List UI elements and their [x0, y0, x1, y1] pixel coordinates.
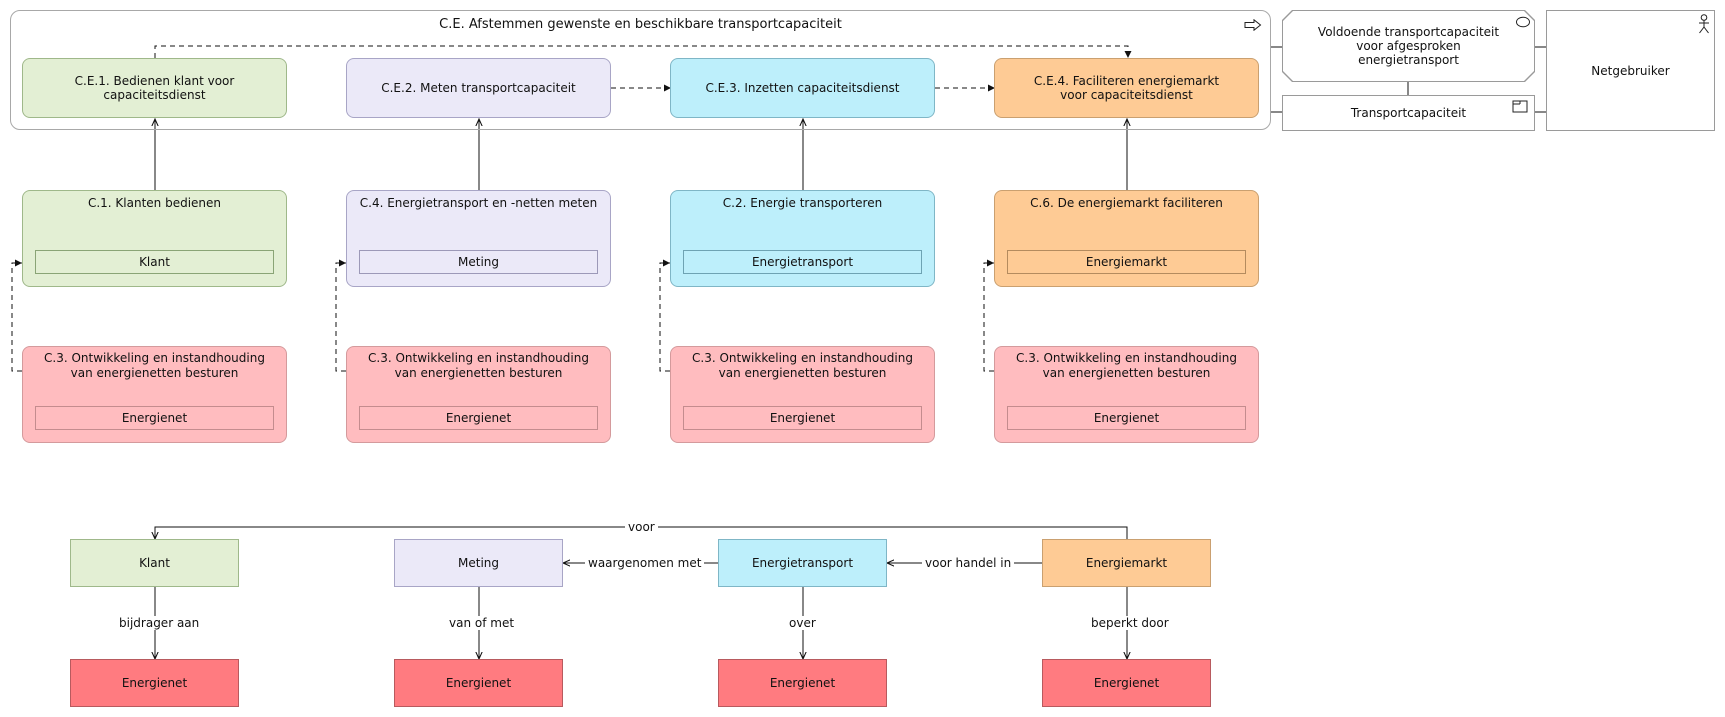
- actor-box[interactable]: Netgebruiker: [1546, 10, 1715, 131]
- product-label: Transportcapaciteit: [1350, 106, 1467, 120]
- stick-figure-icon: [1699, 14, 1709, 34]
- process-ce4[interactable]: C.E.4. Faciliteren energiemarkt voor cap…: [994, 58, 1259, 118]
- relation-label-bijdrager-aan: bijdrager aan: [116, 616, 203, 630]
- window-icon: [1512, 100, 1528, 113]
- capability-c1-title: C.1. Klanten bedienen: [87, 196, 222, 210]
- ellipse-icon: [1515, 16, 1531, 28]
- relation-label-waargenomen-met: waargenomen met: [585, 556, 705, 570]
- object-klant[interactable]: Klant: [70, 539, 239, 587]
- object-klant-label: Klant: [139, 556, 170, 570]
- object-energienet-label: Energienet: [769, 676, 836, 690]
- actor-label: Netgebruiker: [1591, 63, 1670, 78]
- support-c3-c2: [659, 259, 670, 372]
- support-c3-c6: [983, 259, 994, 372]
- capability-c3-title: C.3. Ontwikkeling en instandhouding van …: [368, 351, 589, 380]
- relation-label-voor: voor: [625, 520, 658, 534]
- capability-c2[interactable]: C.2. Energie transporteren Energietransp…: [670, 190, 935, 287]
- capability-c3-a[interactable]: C.3. Ontwikkeling en instandhouding van …: [22, 346, 287, 443]
- process-ce3[interactable]: C.E.3. Inzetten capaciteitsdienst: [670, 58, 935, 118]
- support-c3-c1: [11, 259, 22, 372]
- capability-c2-object: Energietransport: [683, 250, 922, 274]
- process-ce3-label: C.E.3. Inzetten capaciteitsdienst: [705, 81, 900, 95]
- object-meting[interactable]: Meting: [394, 539, 563, 587]
- capability-c3-object: Energienet: [1007, 406, 1246, 430]
- object-energienet-label: Energienet: [1093, 676, 1160, 690]
- capability-c3-title: C.3. Ontwikkeling en instandhouding van …: [1016, 351, 1237, 380]
- process-ce2[interactable]: C.E.2. Meten transportcapaciteit: [346, 58, 611, 118]
- capability-c6[interactable]: C.6. De energiemarkt faciliteren Energie…: [994, 190, 1259, 287]
- support-c3-c4: [335, 259, 346, 372]
- capability-c1-object: Klant: [35, 250, 274, 274]
- relation-label-beperkt-door: beperkt door: [1088, 616, 1172, 630]
- capability-c4[interactable]: C.4. Energietransport en -netten meten M…: [346, 190, 611, 287]
- capability-c3-c[interactable]: C.3. Ontwikkeling en instandhouding van …: [670, 346, 935, 443]
- object-energiemarkt[interactable]: Energiemarkt: [1042, 539, 1211, 587]
- arrow-right-icon: [1244, 19, 1262, 31]
- object-energienet-3[interactable]: Energienet: [718, 659, 887, 707]
- process-ce2-label: C.E.2. Meten transportcapaciteit: [381, 81, 576, 95]
- product-box[interactable]: Transportcapaciteit: [1282, 95, 1535, 131]
- capability-c3-d[interactable]: C.3. Ontwikkeling en instandhouding van …: [994, 346, 1259, 443]
- capability-c3-b[interactable]: C.3. Ontwikkeling en instandhouding van …: [346, 346, 611, 443]
- object-energienet-label: Energienet: [121, 676, 188, 690]
- capability-c2-title: C.2. Energie transporteren: [722, 196, 883, 210]
- capability-c3-object: Energienet: [35, 406, 274, 430]
- relation-label-over: over: [786, 616, 819, 630]
- object-meting-label: Meting: [458, 556, 499, 570]
- object-energienet-4[interactable]: Energienet: [1042, 659, 1211, 707]
- value-box[interactable]: Voldoende transportcapaciteit voor afges…: [1282, 10, 1535, 82]
- capability-c4-object: Meting: [359, 250, 598, 274]
- process-group[interactable]: C.E. Afstemmen gewenste en beschikbare t…: [10, 10, 1271, 130]
- object-energiemarkt-label: Energiemarkt: [1085, 556, 1168, 570]
- process-ce1[interactable]: C.E.1. Bedienen klant voor capaciteitsdi…: [22, 58, 287, 118]
- flow-ce1-ce4: [154, 45, 1132, 58]
- capability-c3-object: Energienet: [683, 406, 922, 430]
- capability-c3-title: C.3. Ontwikkeling en instandhouding van …: [44, 351, 265, 380]
- capability-c6-title: C.6. De energiemarkt faciliteren: [1030, 196, 1223, 210]
- value-label: Voldoende transportcapaciteit voor afges…: [1317, 25, 1500, 67]
- capability-c6-object: Energiemarkt: [1007, 250, 1246, 274]
- relation-label-voor-handel-in: voor handel in: [922, 556, 1015, 570]
- process-ce1-label: C.E.1. Bedienen klant voor capaciteitsdi…: [74, 74, 235, 102]
- object-energietransport-label: Energietransport: [751, 556, 854, 570]
- object-energietransport[interactable]: Energietransport: [718, 539, 887, 587]
- process-ce4-label: C.E.4. Faciliteren energiemarkt voor cap…: [1033, 74, 1220, 102]
- relation-label-van-of-met: van of met: [446, 616, 518, 630]
- object-energienet-2[interactable]: Energienet: [394, 659, 563, 707]
- capability-c1[interactable]: C.1. Klanten bedienen Klant: [22, 190, 287, 287]
- object-energienet-label: Energienet: [445, 676, 512, 690]
- object-energienet-1[interactable]: Energienet: [70, 659, 239, 707]
- group-title: C.E. Afstemmen gewenste en beschikbare t…: [439, 17, 842, 32]
- capability-c4-title: C.4. Energietransport en -netten meten: [359, 196, 598, 210]
- capability-c3-title: C.3. Ontwikkeling en instandhouding van …: [692, 351, 913, 380]
- capability-c3-object: Energienet: [359, 406, 598, 430]
